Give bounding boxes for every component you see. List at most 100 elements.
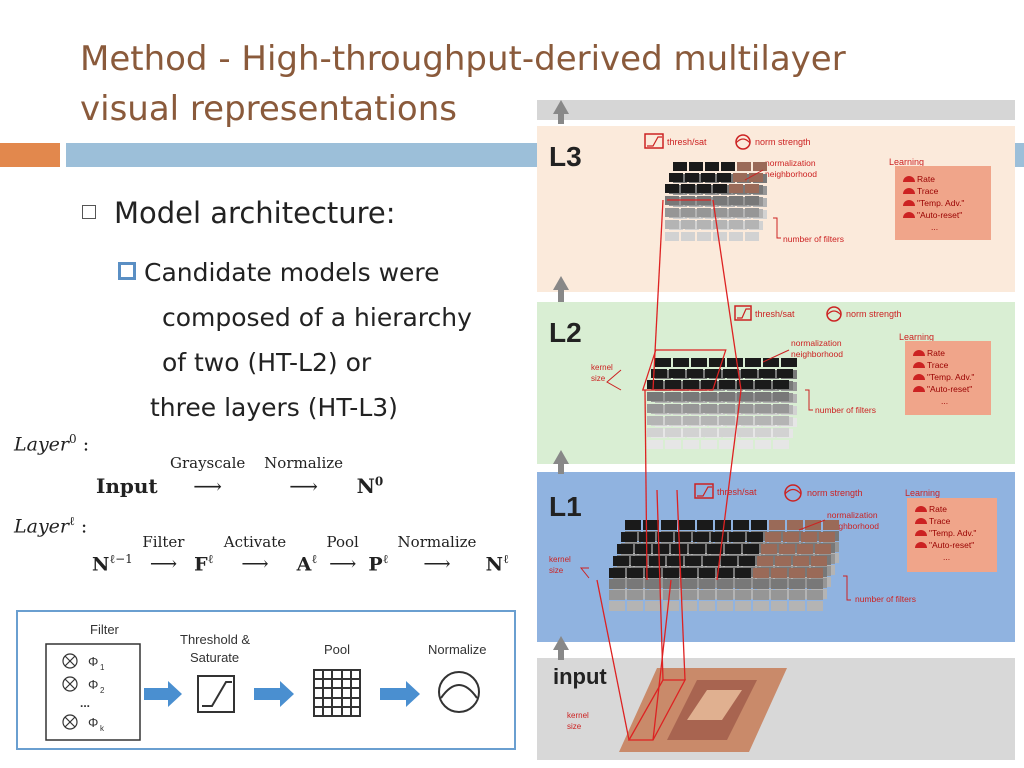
l2-filter-cell <box>737 440 753 449</box>
l3-filter-cell <box>713 220 727 229</box>
svg-text:k: k <box>100 724 105 733</box>
arrow-icon <box>144 681 182 707</box>
l2-filter-cell <box>763 358 779 367</box>
l1-filter-cell <box>769 520 785 530</box>
l1-filter-cell <box>797 544 813 554</box>
l3-filter-cell <box>745 232 759 241</box>
flow-filter-label: Filter <box>90 622 120 637</box>
l2-filter-cell <box>773 380 789 389</box>
l3-filter-cell <box>753 162 767 171</box>
l2-filter-cell <box>755 404 771 413</box>
l3-filter-cell <box>665 208 679 217</box>
l2-filter-cell <box>773 428 789 437</box>
svg-text:size: size <box>591 374 606 383</box>
l3-filter-cell <box>665 220 679 229</box>
sub-line-3: of two (HT-L2) or <box>118 340 472 385</box>
l1-filter-cell <box>717 590 733 600</box>
svg-text:"Temp. Adv.": "Temp. Adv." <box>917 198 964 208</box>
l1-filter-cell <box>649 556 665 566</box>
l1-filter-cell <box>627 601 643 611</box>
svg-text:thresh/sat: thresh/sat <box>755 309 795 319</box>
l1-filter-cell <box>657 532 673 542</box>
l2-filter-cell <box>755 416 771 425</box>
l2-filter-cell <box>665 440 681 449</box>
l3-filter-cell <box>689 162 703 171</box>
svg-text:normalization: normalization <box>827 510 878 520</box>
l2-filter-cell <box>683 428 699 437</box>
svg-text:...: ... <box>941 396 948 406</box>
svg-text:norm strength: norm strength <box>755 137 811 147</box>
l1-filter-cell <box>621 532 637 542</box>
l2-filter-cell <box>701 440 717 449</box>
l2-filter-cell <box>773 404 789 413</box>
svg-text:Rate: Rate <box>929 504 947 514</box>
l1-filter-cell <box>679 520 695 530</box>
l1-filter-cell <box>735 579 751 589</box>
svg-text:Φ: Φ <box>88 654 98 669</box>
l3-filter-cell <box>685 173 699 182</box>
bullet-text: Model architecture: <box>114 196 396 230</box>
l1-filter-cell <box>789 568 805 578</box>
l3-filter-cell <box>745 220 759 229</box>
l2-filter-cell <box>719 440 735 449</box>
l1-filter-cell <box>807 590 823 600</box>
l2-filter-cell <box>683 416 699 425</box>
l3-filter-cell <box>713 196 727 205</box>
l2-filter-cell <box>773 440 789 449</box>
l1-filter-cell <box>783 532 799 542</box>
l2-filter-cell <box>723 369 739 378</box>
l1-filter-cell <box>645 590 661 600</box>
l1-filter-cell <box>753 579 769 589</box>
l2-filter-cell <box>719 392 735 401</box>
l2-filter-cell <box>719 416 735 425</box>
l1-filter-cell <box>725 544 741 554</box>
l2-filter-cell <box>669 369 685 378</box>
l1-filter-cell <box>627 590 643 600</box>
l1-filter-cell <box>789 590 805 600</box>
l1-filter-cell <box>735 568 751 578</box>
l2-filter-cell <box>737 428 753 437</box>
l3-filter-cell <box>701 173 715 182</box>
l2-filter-cell <box>773 416 789 425</box>
l1-filter-cell <box>609 590 625 600</box>
bullet-model-architecture: Model architecture: <box>82 196 396 230</box>
l3-filter-cell <box>713 184 727 193</box>
l1-filter-cell <box>789 579 805 589</box>
svg-text:Saturate: Saturate <box>190 650 239 665</box>
l3-filter-cell <box>737 162 751 171</box>
l1-filter-cell <box>823 520 839 530</box>
equation-layerl: Nℓ−1 Filter⟶ Fℓ Activate⟶ Aℓ Pool⟶ Pℓ No… <box>92 552 509 575</box>
l1-filter-cell <box>771 579 787 589</box>
svg-text:Rate: Rate <box>917 174 935 184</box>
svg-text:2: 2 <box>100 686 105 695</box>
svg-text:neighborhood: neighborhood <box>765 169 817 179</box>
l1-filter-cell <box>753 590 769 600</box>
bullet-square-icon <box>82 205 96 219</box>
l3-filter-cell <box>673 162 687 171</box>
l3-filter-cell <box>745 196 759 205</box>
l2-filter-cell <box>727 358 743 367</box>
l1-filter-cell <box>625 520 641 530</box>
svg-text:Normalize: Normalize <box>428 642 487 657</box>
l1-filter-cell <box>779 544 795 554</box>
svg-text:number of filters: number of filters <box>855 594 916 604</box>
l3-filter-cell <box>717 173 731 182</box>
l1-filter-cell <box>771 590 787 600</box>
sub-line-4: three layers (HT-L3) <box>118 385 472 430</box>
svg-text:Φ: Φ <box>88 677 98 692</box>
label-l2: L2 <box>549 317 582 348</box>
svg-text:"Auto-reset": "Auto-reset" <box>929 540 974 550</box>
svg-text:size: size <box>567 722 582 731</box>
l2-filter-cell <box>665 404 681 413</box>
filter-bank-icons <box>63 654 77 729</box>
label-l3: L3 <box>549 141 582 172</box>
l1-filter-cell <box>717 579 733 589</box>
l2-filter-cell <box>759 369 775 378</box>
l2-filter-cell <box>683 440 699 449</box>
l3-filter-cell <box>669 173 683 182</box>
l3-filter-cell <box>721 162 735 171</box>
l1-filter-cell <box>775 556 791 566</box>
l2-filter-cell <box>773 392 789 401</box>
svg-text:neighborhood: neighborhood <box>791 349 843 359</box>
l3-filter-cell <box>697 208 711 217</box>
